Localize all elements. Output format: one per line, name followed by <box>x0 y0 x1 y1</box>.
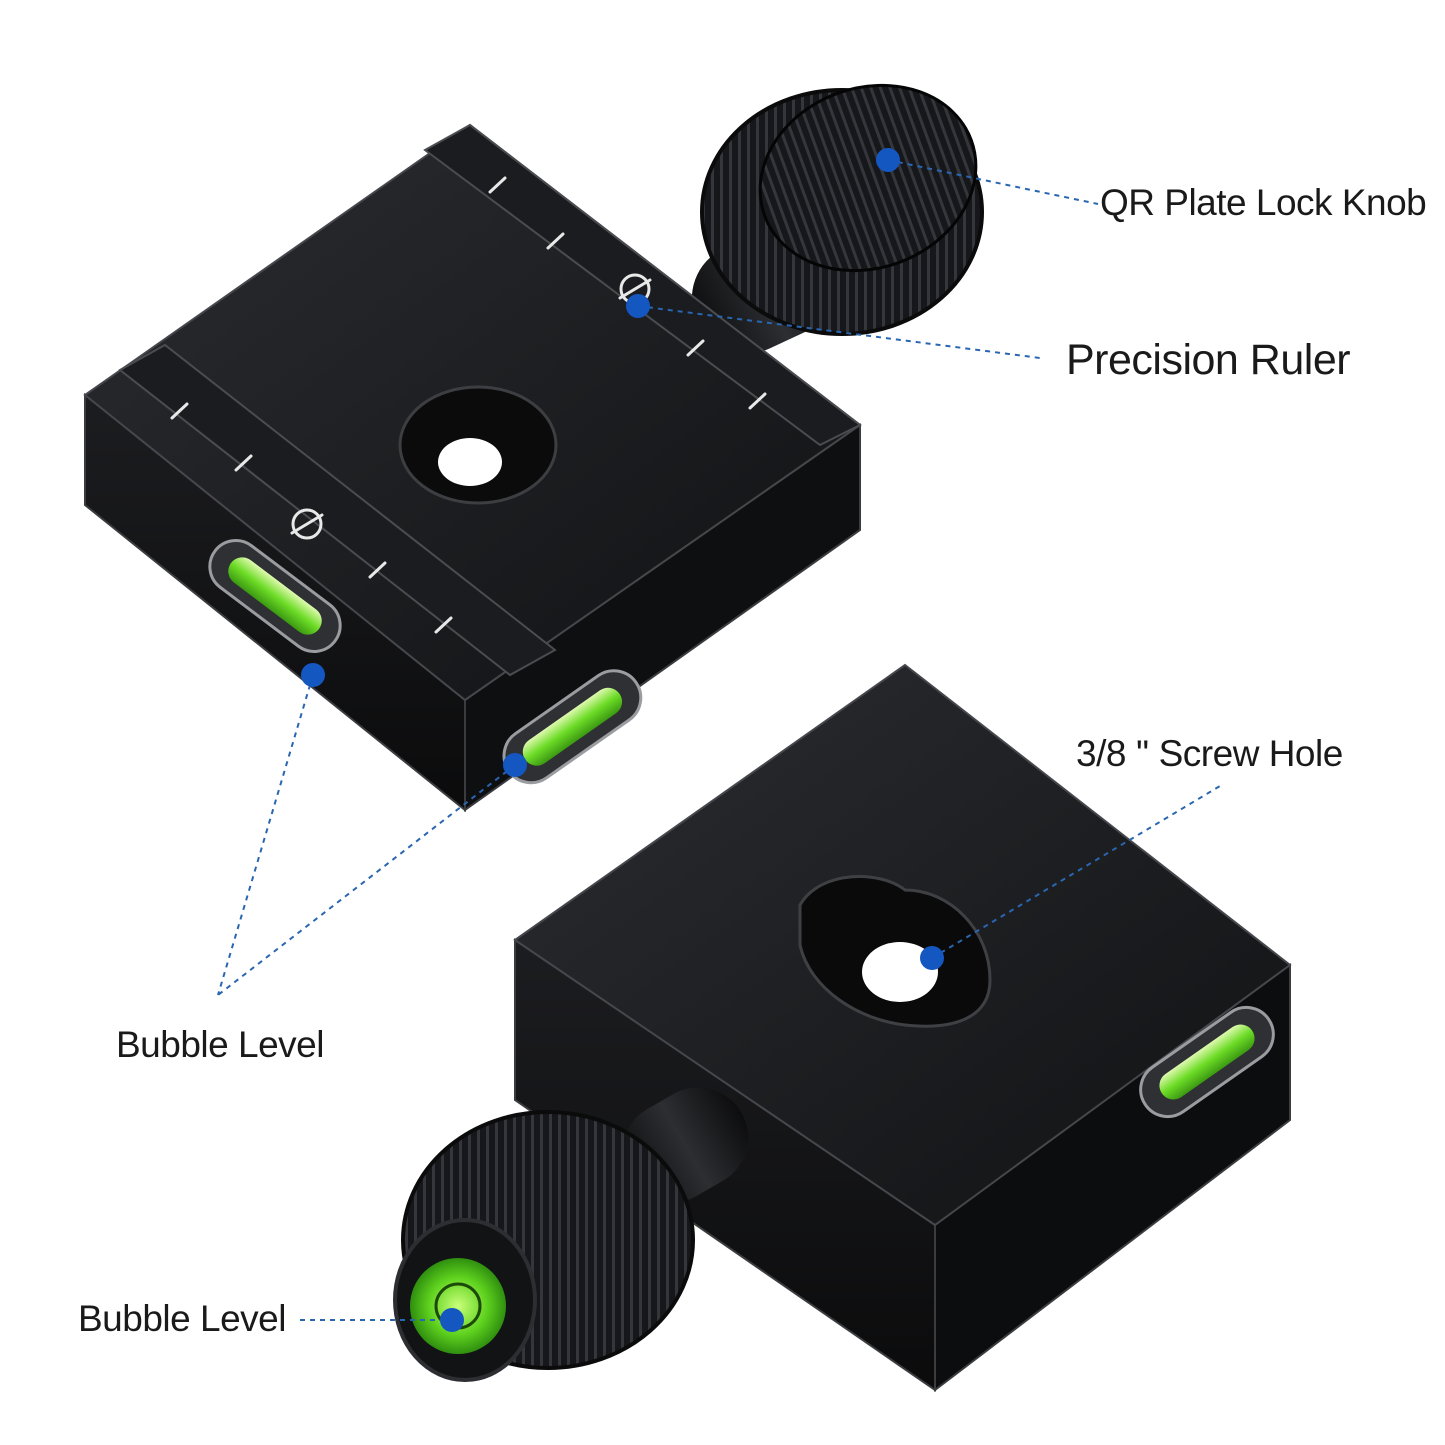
label-screw-hole: 3/8 '' Screw Hole <box>1076 733 1343 774</box>
callout-dot-knob <box>876 148 900 172</box>
label-lock-knob: QR Plate Lock Knob <box>1100 182 1427 223</box>
knob-bubble-level <box>410 1258 506 1354</box>
upper-ruler-marks-front <box>170 402 453 634</box>
lower-screw-hole <box>862 942 938 1002</box>
callout-dot-ruler <box>626 294 650 318</box>
callout-line-level-a <box>217 674 314 996</box>
label-bubble-level-clamp: Bubble Level <box>116 1024 324 1065</box>
callout-dot-level-knob <box>440 1308 464 1332</box>
callout-dot-level-a <box>301 663 325 687</box>
upper-bubble-level-left <box>208 539 342 653</box>
label-bubble-level-knob: Bubble Level <box>78 1298 286 1339</box>
callout-line-level-b <box>217 764 516 996</box>
lower-lock-knob <box>393 1087 748 1382</box>
lower-clamp <box>393 663 1292 1393</box>
callout-dot-screw <box>920 946 944 970</box>
upper-ruler-marks-back <box>488 176 767 410</box>
label-precision-ruler: Precision Ruler <box>1066 336 1351 384</box>
callout-dot-level-b <box>503 753 527 777</box>
callout-dots <box>301 148 944 1332</box>
upper-clamp <box>83 83 984 813</box>
upper-screw-hole <box>438 438 502 486</box>
callouts <box>217 159 1221 1321</box>
lower-bubble-level <box>1139 1005 1275 1119</box>
callout-line-ruler <box>637 305 1041 359</box>
upper-lock-knob <box>691 83 984 354</box>
upper-rail-front <box>118 343 557 677</box>
